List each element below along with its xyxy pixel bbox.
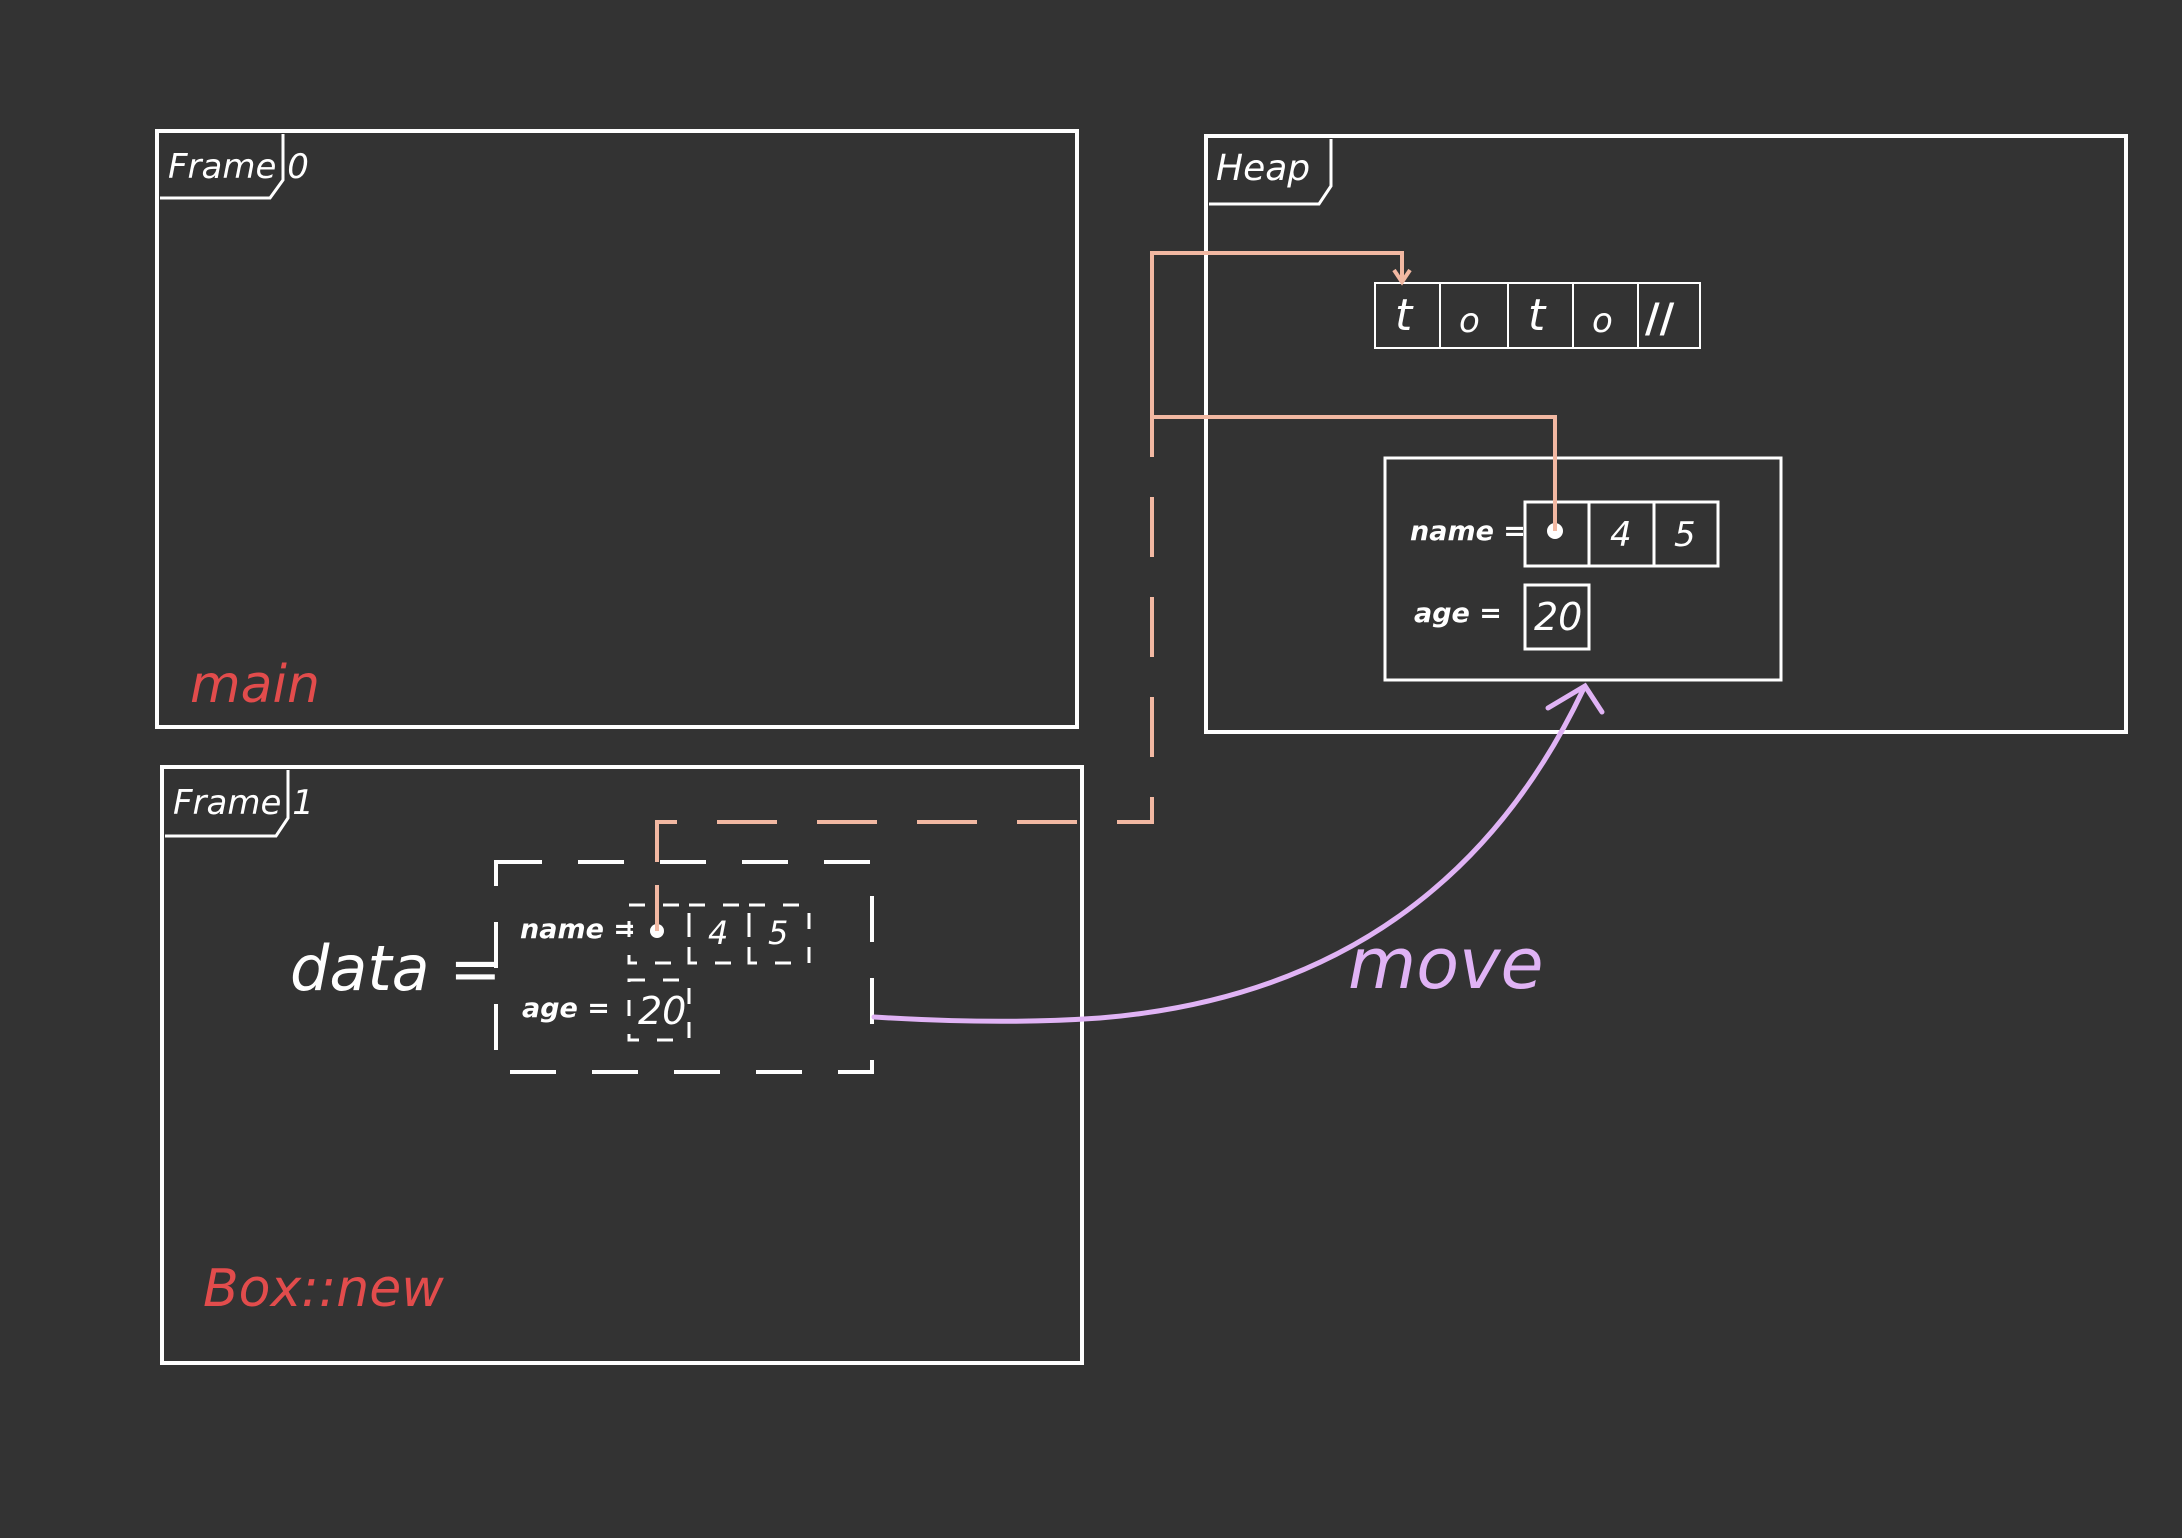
heap: Heap t o t o // name = 4 5 age = 20 — [1204, 134, 2128, 734]
string-char: o — [1459, 301, 1480, 341]
string-terminator: // — [1645, 296, 1675, 342]
heap-pointer-arrowhead — [1392, 268, 1412, 286]
string-buffer: t o t o // — [1374, 282, 1701, 349]
move-arrow-label: move — [1348, 923, 1544, 1005]
moved-struct-age-label: age = — [522, 993, 610, 1024]
move-arrow-head — [1545, 682, 1605, 715]
frame-1-tab — [165, 770, 290, 838]
frame-0-tab-label: Frame 0 — [168, 147, 309, 187]
heap-name-cell-text: 5 — [1674, 515, 1696, 555]
frame-1: Frame 1 Box::new data = name = 4 5 age =… — [160, 765, 1084, 1365]
moved-name-cell-text: 5 — [768, 914, 788, 952]
data-variable-label: data = — [290, 932, 501, 1005]
moved-age-value: 20 — [638, 989, 686, 1033]
heap-age-cell — [1523, 583, 1591, 651]
move-arrow-curve — [871, 687, 1586, 1024]
heap-tab — [1209, 139, 1333, 206]
moved-name-cell-ptr — [627, 903, 691, 965]
heap-struct: name = 4 5 age = 20 — [1383, 456, 1783, 682]
moved-struct-outline — [494, 860, 874, 1074]
frame-0: Frame 0 main — [155, 129, 1079, 729]
heap-pointer-to-string — [1150, 251, 1557, 531]
move-arrow — [871, 682, 1605, 1024]
heap-struct-outline — [1383, 456, 1783, 682]
string-char: t — [1528, 290, 1547, 341]
pointer-lines — [655, 251, 1557, 931]
moved-name-cell-len — [687, 903, 751, 965]
moved-name-cell-cap — [747, 903, 811, 965]
string-buffer-outline — [1374, 282, 1701, 349]
heap-struct-age-label: age = — [1414, 598, 1502, 629]
frame-1-tab-label: Frame 1 — [173, 783, 314, 823]
heap-tab-label: Heap — [1216, 148, 1310, 189]
string-char: o — [1592, 301, 1613, 341]
frame-0-box — [155, 129, 1079, 729]
frame-1-box — [160, 765, 1084, 1365]
moved-struct-name-label: name = — [520, 914, 636, 945]
moved-name-cell-text: 4 — [708, 914, 728, 952]
moved-name-cells — [627, 903, 811, 965]
heap-box — [1204, 134, 2128, 734]
moved-age-cell — [627, 978, 691, 1042]
moved-pointer-stale — [655, 417, 1154, 862]
heap-struct-name-label: name = — [1410, 516, 1526, 547]
string-char: t — [1395, 290, 1414, 341]
frame-0-tab — [160, 134, 285, 200]
heap-age-value: 20 — [1534, 595, 1582, 639]
frame-1-function-label: Box::new — [203, 1259, 444, 1319]
heap-name-cell-text: 4 — [1610, 515, 1632, 555]
heap-name-cells-outline — [1523, 500, 1720, 568]
frame-0-function-label: main — [190, 655, 320, 715]
